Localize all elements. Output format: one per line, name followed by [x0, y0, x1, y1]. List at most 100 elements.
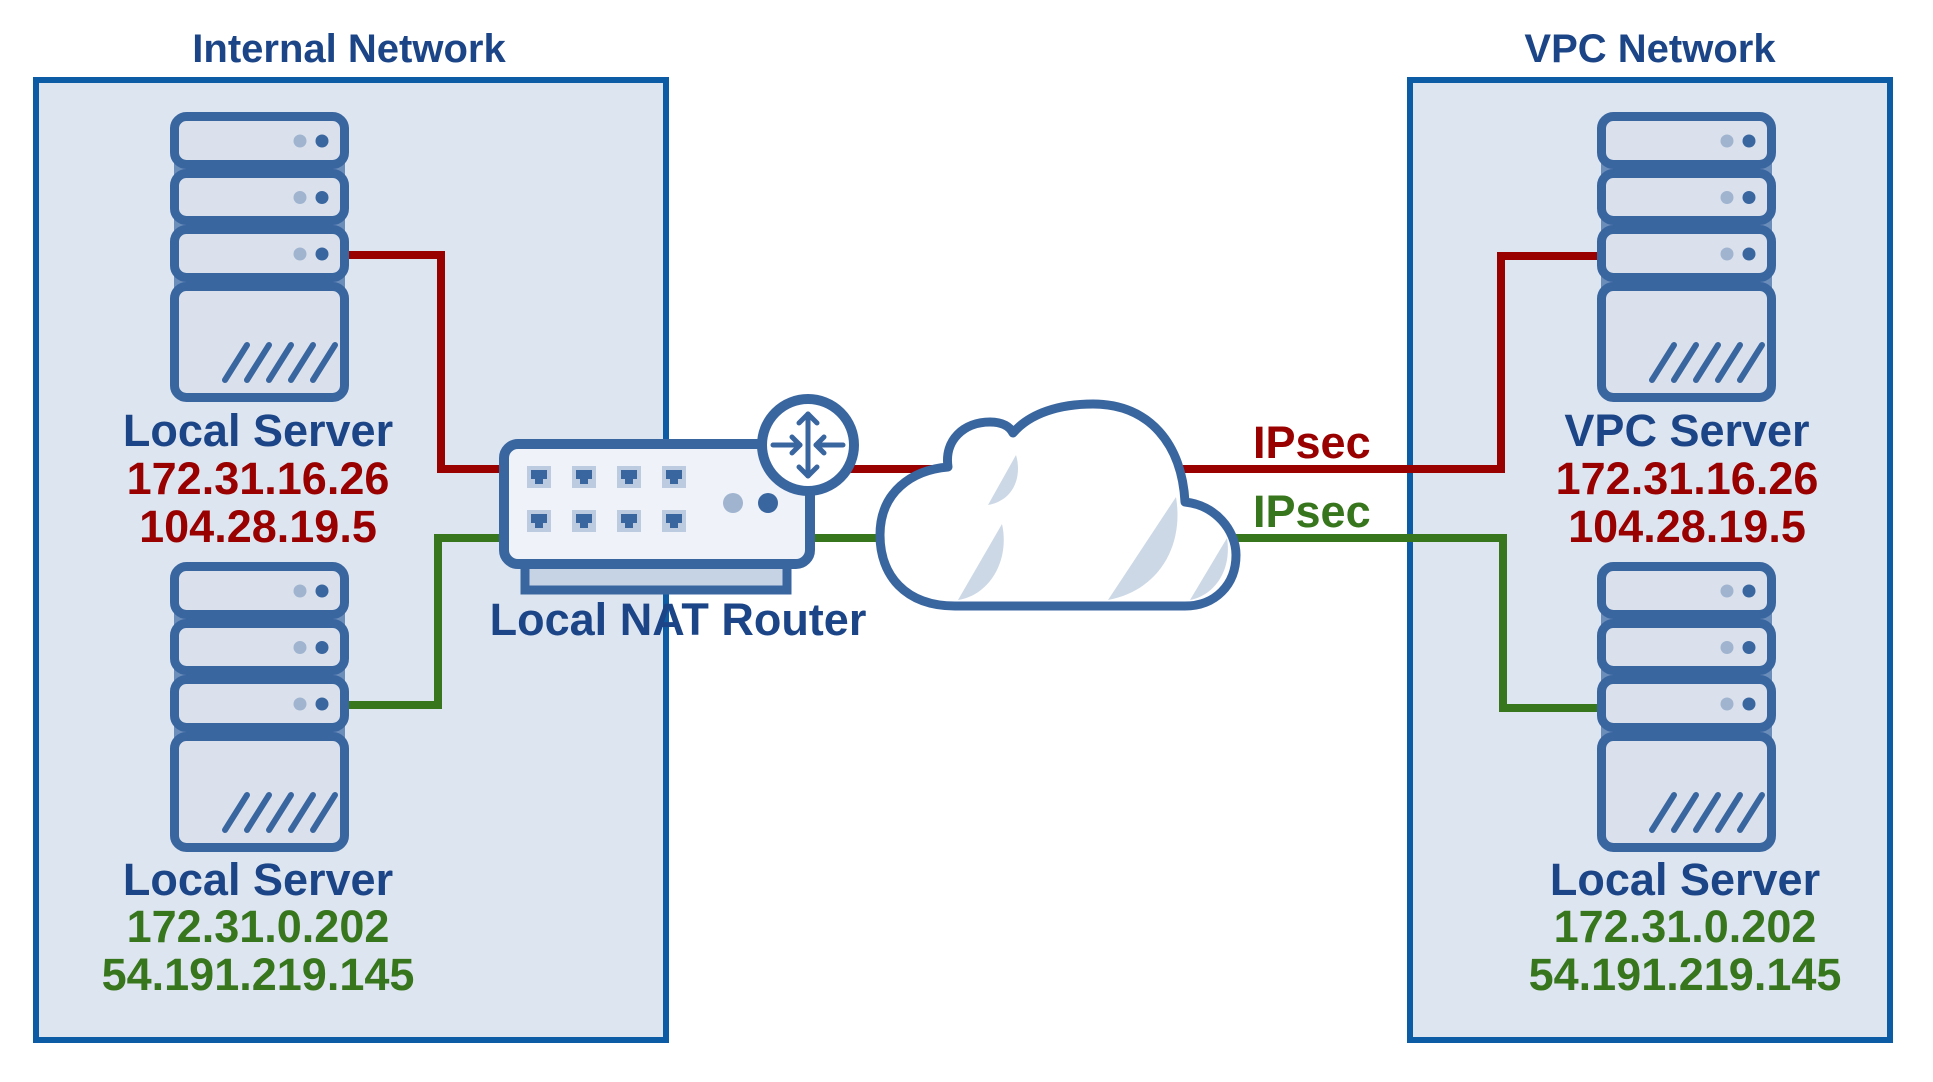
server-unit	[1597, 169, 1776, 225]
status-led-icon	[315, 697, 329, 711]
ethernet-port-icon	[527, 510, 551, 532]
server-unit	[170, 225, 349, 282]
server-unit	[170, 732, 349, 852]
server-label-internal-1: Local Server 172.31.16.26 104.28.19.5	[123, 405, 393, 552]
vent-line	[244, 342, 272, 383]
ethernet-port-icon	[527, 466, 551, 488]
vent-line	[288, 342, 316, 383]
vent-line	[266, 792, 294, 833]
router-led-dark	[758, 493, 778, 513]
vent-line	[310, 342, 338, 383]
status-led-icon	[315, 134, 329, 148]
ethernet-port-icon	[572, 466, 596, 488]
server-unit	[1597, 675, 1776, 732]
routing-arrows-icon	[757, 394, 859, 496]
server-unit	[1597, 225, 1776, 282]
server-unit	[1597, 619, 1776, 675]
server-name: Local Server	[1550, 854, 1820, 905]
server-icon-vpc-2[interactable]	[1597, 562, 1776, 852]
vent-line	[1693, 792, 1721, 833]
server-icon-internal-1[interactable]	[170, 112, 349, 402]
router-label: Local NAT Router	[490, 594, 867, 645]
vent-line	[222, 792, 250, 833]
server-icon-vpc-1[interactable]	[1597, 112, 1776, 402]
vent-line	[1737, 342, 1765, 383]
vent-line	[288, 792, 316, 833]
ethernet-port-icon	[662, 466, 686, 488]
status-led-icon	[293, 584, 307, 598]
server-name: VPC Server	[1564, 405, 1809, 456]
vent-line	[222, 342, 250, 383]
router-led-light	[723, 493, 743, 513]
server-unit	[1597, 282, 1776, 402]
server-unit	[170, 675, 349, 732]
status-led-icon	[293, 191, 307, 204]
status-led-icon	[1720, 584, 1734, 598]
ethernet-port-icon	[617, 510, 641, 532]
vent-line	[310, 792, 338, 833]
server-public-ip: 54.191.219.145	[1529, 949, 1842, 1000]
vent-line	[1649, 342, 1677, 383]
tunnel-2-wire-right	[1225, 534, 1600, 712]
server-unit	[1597, 112, 1776, 169]
server-unit	[1597, 562, 1776, 619]
status-led-icon	[1742, 584, 1756, 598]
router-icon[interactable]	[499, 394, 859, 595]
tunnel-2-wire-left	[345, 534, 505, 709]
vent-line	[1715, 342, 1743, 383]
status-led-icon	[1720, 191, 1734, 204]
vent-line	[266, 342, 294, 383]
status-led-icon	[315, 247, 329, 261]
ethernet-port-icon	[662, 510, 686, 532]
server-private-ip: 172.31.16.26	[127, 453, 390, 504]
tunnel-1-wire-right	[1180, 252, 1600, 473]
server-label-internal-2: Local Server 172.31.0.202 54.191.219.145	[102, 854, 415, 1000]
server-private-ip: 172.31.0.202	[127, 901, 390, 952]
server-public-ip: 104.28.19.5	[1568, 501, 1806, 552]
status-led-icon	[1742, 247, 1756, 261]
tunnel-2-label: IPsec	[1253, 486, 1371, 537]
ethernet-port-icon	[617, 466, 641, 488]
status-led-icon	[1720, 641, 1734, 654]
cloud-icon	[875, 399, 1241, 611]
vent-line	[244, 792, 272, 833]
status-led-icon	[1720, 134, 1734, 148]
server-label-vpc-1: VPC Server 172.31.16.26 104.28.19.5	[1556, 405, 1819, 552]
status-led-icon	[293, 697, 307, 711]
status-led-icon	[1720, 697, 1734, 711]
server-unit	[170, 619, 349, 675]
vent-line	[1693, 342, 1721, 383]
vent-line	[1715, 792, 1743, 833]
tunnel-1-label: IPsec	[1253, 417, 1371, 468]
vpc-network-title: VPC Network	[1524, 27, 1776, 71]
ethernet-port-icon	[572, 510, 596, 532]
vent-line	[1649, 792, 1677, 833]
server-name: Local Server	[123, 854, 393, 905]
router-ports	[527, 466, 686, 532]
status-led-icon	[315, 641, 329, 654]
server-public-ip: 54.191.219.145	[102, 949, 415, 1000]
server-unit	[1597, 732, 1776, 852]
status-led-icon	[1742, 191, 1756, 204]
server-label-vpc-2: Local Server 172.31.0.202 54.191.219.145	[1529, 854, 1842, 1000]
vent-line	[1737, 792, 1765, 833]
server-icon-internal-2[interactable]	[170, 562, 349, 852]
status-led-icon	[315, 584, 329, 598]
status-led-icon	[1742, 697, 1756, 711]
server-private-ip: 172.31.16.26	[1556, 453, 1819, 504]
servers	[170, 112, 1776, 852]
server-public-ip: 104.28.19.5	[139, 501, 377, 552]
server-unit	[170, 282, 349, 402]
server-unit	[170, 112, 349, 169]
status-led-icon	[293, 247, 307, 261]
server-name: Local Server	[123, 405, 393, 456]
status-led-icon	[1720, 247, 1734, 261]
internal-network-title: Internal Network	[192, 27, 506, 71]
tunnel-1-wire-left	[345, 251, 505, 473]
status-led-icon	[315, 191, 329, 204]
server-unit	[170, 169, 349, 225]
status-led-icon	[293, 641, 307, 654]
status-led-icon	[1742, 134, 1756, 148]
status-led-icon	[1742, 641, 1756, 654]
